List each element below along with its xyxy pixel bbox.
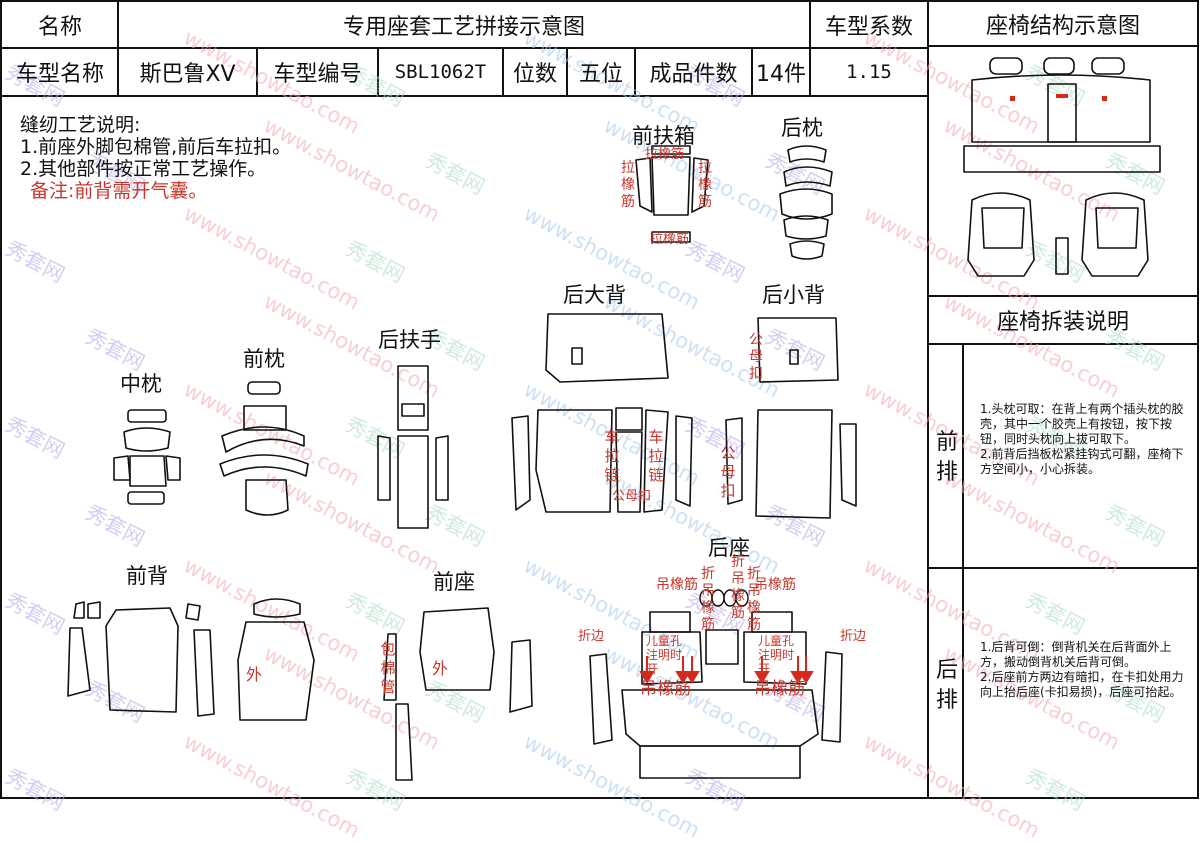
- pieces-value: 14件: [756, 62, 806, 87]
- ann-snap-small-back-bottom: 公母扣: [720, 444, 736, 500]
- pattern-pieces: [67, 145, 857, 781]
- ann-fold-edge-right: 折边: [840, 629, 867, 644]
- notes-line-1: 1.前座外脚包棉管,前后车拉扣。: [20, 136, 292, 158]
- ann-fold-hang-elastic-3: 折吊橡筋: [747, 566, 761, 633]
- ann-pull-elastic-left: 拉橡筋: [621, 160, 635, 210]
- piece-rear-seat: [589, 611, 843, 779]
- model-code: SBL1062T: [394, 61, 487, 83]
- part-title-middle-headrest: 中枕: [120, 372, 162, 396]
- ann-fold-hang-elastic-2: 折吊橡筋: [731, 554, 745, 621]
- piece-front-headrest: [219, 381, 309, 516]
- notes-heading: 缝纫工艺说明:: [20, 114, 141, 136]
- ann-hang-elastic-bottom-right: 吊橡筋: [754, 679, 805, 699]
- ann-pull-elastic-top: 拉橡筋: [645, 147, 685, 162]
- ann-snap-big-back: 公母扣: [612, 489, 652, 504]
- seat-structure-diagram: [963, 57, 1161, 277]
- ann-snap-small-back-top: 公母扣: [749, 332, 763, 382]
- ann-pull-elastic-right: 拉橡筋: [698, 160, 712, 210]
- ann-outer-front-seat: 外: [432, 659, 449, 678]
- seats-label: 位数: [512, 62, 557, 87]
- part-title-rear-armrest: 后扶手: [378, 328, 441, 352]
- ann-wrap-cotton: 包棉管: [380, 640, 396, 696]
- piece-rear-headrest: [779, 145, 833, 260]
- part-title-front-headrest: 前枕: [243, 347, 285, 371]
- part-title-rear-headrest: 后枕: [781, 116, 823, 140]
- pieces-label: 成品件数: [649, 62, 738, 87]
- piece-front-back: [67, 598, 315, 721]
- model-name-label: 车型名称: [15, 62, 104, 87]
- piece-rear-big-back: [511, 313, 693, 513]
- ann-hang-elastic-bottom-left: 吊橡筋: [640, 679, 691, 699]
- ann-zipper-right: 车拉链: [648, 428, 664, 484]
- piece-rear-small-back: [725, 317, 857, 519]
- model-name: 斯巴鲁XV: [139, 62, 236, 87]
- piece-middle-headrest: [113, 409, 181, 505]
- ann-hang-elastic-right: 吊橡筋: [754, 577, 796, 593]
- part-title-rear-seat: 后座: [708, 536, 750, 560]
- coef-label: 车型系数: [824, 15, 913, 40]
- rear-row-text: 1.后背可倒：倒背机关在后背面外上方，搬动倒背机关后背可倒。 2.后座前方两边有…: [980, 640, 1184, 699]
- part-title-front-seat: 前座: [433, 570, 475, 594]
- ann-child-hole-right: 儿童孔注明时开: [758, 634, 795, 676]
- part-title-front-back: 前背: [126, 564, 168, 588]
- notes-remark: 备注:前背需开气囊。: [30, 180, 208, 202]
- ann-zipper-left: 车拉链: [604, 428, 620, 484]
- part-title-front-armrest-box: 前扶箱: [632, 124, 695, 148]
- structure-title: 座椅结构示意图: [985, 14, 1140, 39]
- disassembly-title: 座椅拆装说明: [996, 310, 1129, 335]
- part-title-rear-big-back: 后大背: [563, 283, 626, 307]
- seats-value: 五位: [578, 62, 623, 87]
- front-row-text: 1.头枕可取：在背上有两个插头枕的胶壳，其中一个胶壳上有按钮，按下按钮，同时头枕…: [980, 402, 1184, 476]
- coefficient-value: 1.15: [846, 61, 892, 83]
- front-row-label: 前排: [935, 430, 958, 485]
- name-label: 名称: [37, 15, 82, 40]
- piece-front-armrest-box: [635, 145, 709, 243]
- ann-fold-edge-left: 折边: [578, 629, 605, 644]
- ann-child-hole-left: 儿童孔注明时开: [646, 634, 683, 676]
- ann-outer-front-back: 外: [246, 665, 263, 684]
- notes-line-2: 2.其他部件按正常工艺操作。: [20, 158, 267, 180]
- ann-pull-elastic-bottom: 拉橡筋: [650, 232, 690, 247]
- piece-rear-armrest: [377, 365, 449, 529]
- model-code-label: 车型编号: [273, 62, 362, 87]
- grid-lines: [0, 0, 1199, 799]
- piece-front-seat: [383, 607, 533, 781]
- ann-hang-elastic-left: 吊橡筋: [656, 577, 698, 593]
- ann-fold-hang-elastic-1: 折吊橡筋: [701, 566, 715, 633]
- rear-row-label: 后排: [935, 658, 958, 713]
- part-title-rear-small-back: 后小背: [762, 283, 825, 307]
- sheet-title: 专用座套工艺拼接示意图: [342, 15, 585, 40]
